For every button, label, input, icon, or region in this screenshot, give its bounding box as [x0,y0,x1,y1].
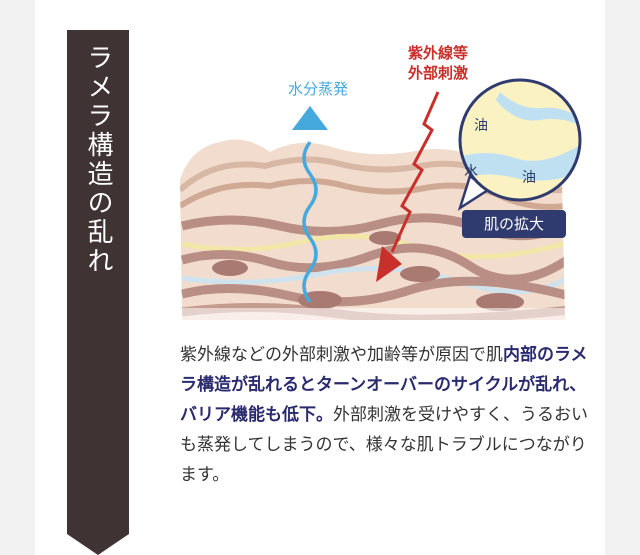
description-emphasis: 内部のラメラ構造が乱れるとターンオーバーのサイクルが乱れ、バリア機能も低下。 [180,345,588,425]
water-evaporation-arrow [292,106,328,304]
description-part2: 外部刺激を受けやすく、うるおいも蒸発してしまうので、様々な肌トラブルにつながりま… [180,405,588,485]
external-stimulus-arrow [376,91,440,282]
stimulus-label-line1: 紫外線等 [408,44,468,62]
description-paragraph: 紫外線などの外部刺激や加齢等が原因で肌内部のラメラ構造が乱れるとターンオーバーの… [180,340,600,490]
stimulus-label-line2: 外部刺激 [407,64,469,82]
section-ribbon [67,30,129,555]
description-part1: 紫外線などの外部刺激や加齢等が原因で肌 [180,345,503,365]
skin-zoom-bubble: 油 水 油 [457,78,582,211]
zoom-oil-bottom: 油 [522,170,536,186]
skin-tissue [180,139,570,330]
zoom-water: 水 [464,164,478,180]
section-title: ラメラ構造の乱れ [83,44,113,276]
zoom-badge-label: 肌の拡大 [484,215,544,233]
zoom-oil-top: 油 [474,118,488,134]
zoom-badge: 肌の拡大 [462,210,566,238]
skin-structure-diagram: 水分蒸発 紫外線等 外部刺激 油 水 油 肌の拡大 [180,44,582,330]
water-evaporation-label: 水分蒸発 [288,80,348,98]
